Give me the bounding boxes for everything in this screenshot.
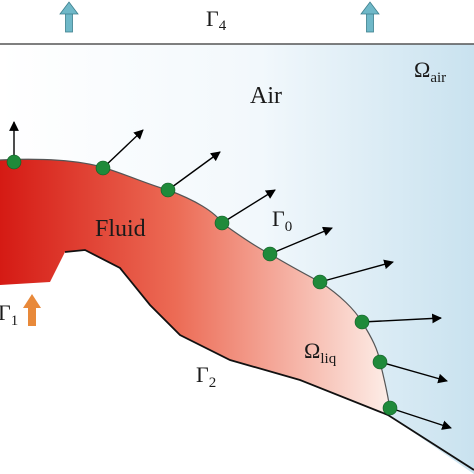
label-gamma-0: Γ0: [272, 206, 292, 235]
label-gamma-1: Γ1: [0, 300, 18, 329]
interface-marker: [354, 314, 370, 330]
normal-vector: [102, 129, 144, 169]
normal-vector: [269, 226, 333, 255]
fluid-domain: [0, 159, 390, 415]
normal-vector: [389, 407, 452, 430]
interface-marker: [214, 215, 230, 231]
label-gamma-2: Γ2: [196, 362, 216, 391]
interface-marker: [262, 246, 278, 262]
label-fluid: Fluid: [95, 216, 146, 242]
label-omega-air: Ωair: [414, 57, 446, 86]
normal-vector: [361, 313, 442, 324]
interface-marker: [95, 160, 111, 176]
normal-vector: [167, 151, 221, 191]
top-arrow-right: [360, 1, 380, 33]
interface-marker: [6, 154, 22, 170]
label-gamma-4: Γ4: [206, 6, 227, 34]
normal-vector: [379, 361, 448, 384]
label-air: Air: [250, 83, 282, 109]
top-arrow-left: [59, 1, 79, 33]
interface-marker: [312, 274, 328, 290]
inflow-arrow: [23, 294, 41, 326]
normal-vector: [221, 189, 276, 224]
bottom-boundary-line: [64, 249, 474, 471]
interface-marker: [382, 400, 398, 416]
interface-marker: [160, 182, 176, 198]
label-omega-liq: Ωliq: [304, 338, 337, 367]
interface-markers: [6, 154, 398, 416]
interface-marker: [372, 354, 388, 370]
normal-vectors: [9, 121, 452, 430]
normal-vector: [319, 259, 394, 283]
